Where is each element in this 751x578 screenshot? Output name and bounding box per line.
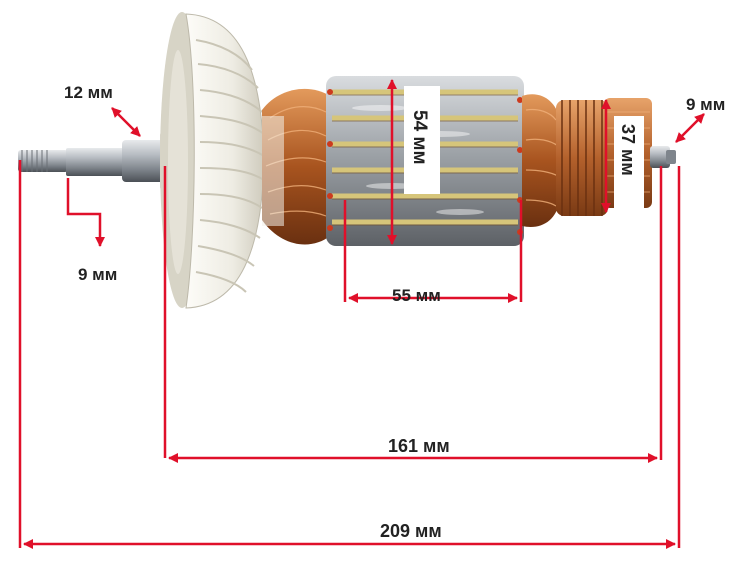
- dimension-labels: 12 мм 9 мм 54 мм 55 мм 37 мм 9 мм 161 мм…: [64, 83, 725, 541]
- label-background-core-diameter: [404, 86, 440, 194]
- left-windings: [262, 88, 330, 245]
- label-total-length: 209 мм: [380, 521, 442, 541]
- label-background-bearing-diameter: [614, 116, 644, 210]
- label-shaft-right-diameter: 9 мм: [686, 95, 725, 114]
- dimension-lines: [18, 79, 705, 549]
- label-shaft-left-diameter: 9 мм: [78, 265, 117, 284]
- label-shaft-left-length: 12 мм: [64, 83, 113, 102]
- label-center-length: 161 мм: [388, 436, 450, 456]
- dimension-left-shaft-leader: [66, 178, 105, 247]
- label-bearing-seat-diameter: 37 мм: [618, 124, 638, 176]
- label-commutator-diameter: 54 мм: [409, 110, 430, 165]
- cooling-fan: [160, 12, 265, 309]
- label-commutator-length: 55 мм: [392, 286, 441, 305]
- dimension-shaft-length-pointer: [111, 107, 141, 137]
- dimension-right-shaft-pointer: [675, 113, 705, 143]
- right-shaft: [650, 146, 676, 168]
- right-windings: [522, 94, 560, 227]
- left-shaft: [18, 132, 182, 190]
- armature-illustration: [18, 12, 676, 309]
